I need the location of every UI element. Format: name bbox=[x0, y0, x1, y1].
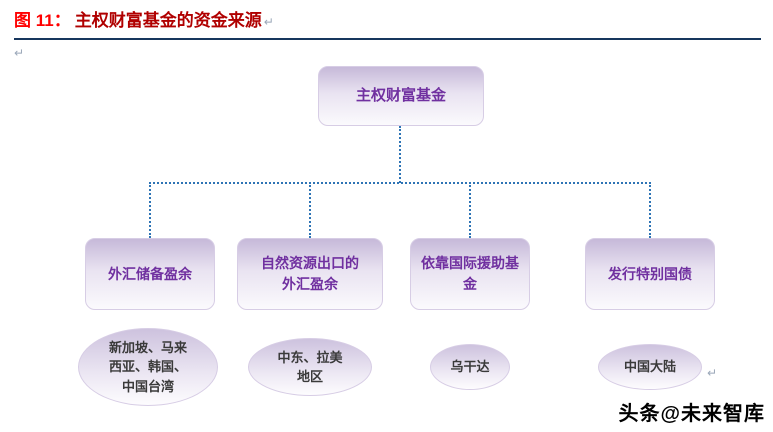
watermark-text: 头条@未来智库 bbox=[618, 403, 765, 425]
source-box-label: 自然资源出口的外汇盈余 bbox=[261, 255, 359, 292]
connector-root-vertical bbox=[399, 126, 401, 183]
paragraph-mark-icon: ↵ bbox=[707, 366, 718, 380]
example-oval-uganda: 乌干达 bbox=[430, 344, 510, 390]
example-oval-singapore-malaysia-korea-taiwan: 新加坡、马来西亚、韩国、中国台湾 bbox=[78, 328, 218, 406]
connector-horizontal-bus bbox=[149, 182, 651, 184]
connector-branch-4 bbox=[649, 182, 651, 238]
connector-branch-3 bbox=[469, 182, 471, 238]
paragraph-mark-icon: ↵ bbox=[14, 46, 25, 60]
example-oval-label: 新加坡、马来西亚、韩国、中国台湾 bbox=[108, 339, 187, 394]
source-box-resource-export-surplus: 自然资源出口的外汇盈余 bbox=[237, 238, 383, 310]
source-box-label: 依靠国际援助基金 bbox=[421, 255, 519, 292]
example-oval-middle-east-latam: 中东、拉美地区 bbox=[248, 338, 372, 396]
connector-branch-2 bbox=[309, 182, 311, 238]
root-node-label: 主权财富基金 bbox=[355, 86, 446, 104]
connector-branch-1 bbox=[149, 182, 151, 238]
source-box-fx-reserve-surplus: 外汇储备盈余 bbox=[85, 238, 215, 310]
figure-number: 图 11： bbox=[14, 11, 71, 30]
figure-caption: 图 11：主权财富基金的资金来源↵ bbox=[14, 6, 274, 31]
paragraph-mark-icon: ↵ bbox=[263, 15, 274, 29]
example-oval-label: 中东、拉美地区 bbox=[277, 349, 343, 385]
source-box-special-treasury-bonds: 发行特别国债 bbox=[585, 238, 715, 310]
example-oval-mainland-china: 中国大陆 bbox=[598, 344, 702, 390]
example-oval-label: 中国大陆 bbox=[623, 359, 676, 375]
title-divider bbox=[14, 38, 761, 40]
source-box-international-aid: 依靠国际援助基金 bbox=[410, 238, 530, 310]
source-box-label: 外汇储备盈余 bbox=[108, 265, 192, 282]
example-oval-label: 乌干达 bbox=[450, 359, 490, 375]
figure-title: 主权财富基金的资金来源 bbox=[74, 11, 262, 31]
root-node-sovereign-wealth-fund: 主权财富基金 bbox=[318, 66, 484, 126]
source-box-label: 发行特别国债 bbox=[608, 265, 692, 282]
